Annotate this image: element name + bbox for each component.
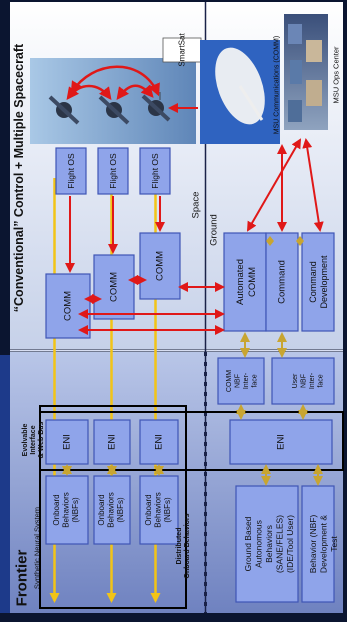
ops-center-photo	[284, 14, 328, 130]
conventional-title: “Conventional” Control + Multiple Spacec…	[12, 43, 26, 312]
antenna-photo	[200, 40, 280, 144]
ops-arrow	[246, 138, 302, 232]
svg-text:Behavior (NBF)Development &Tes: Behavior (NBF)Development &Test	[308, 515, 339, 574]
svg-text:CommandDevelopment: CommandDevelopment	[308, 255, 329, 309]
eni-box-ground: ENI	[229, 419, 333, 465]
ops-arrow	[302, 138, 324, 232]
svg-text:AutomatedCOMM: AutomatedCOMM	[235, 259, 258, 305]
comm-box: COMM	[139, 232, 181, 300]
svg-text:OnboardBehaviors(NBFs): OnboardBehaviors(NBFs)	[52, 492, 80, 528]
space-photo	[30, 58, 196, 144]
gold-connector	[296, 236, 304, 246]
gold-connector	[266, 236, 274, 246]
eni-box: ENI	[93, 419, 131, 465]
svg-text:Flight OS: Flight OS	[150, 153, 160, 189]
smartsat-label: SmartSat	[178, 33, 187, 67]
onboard-behaviors-box: OnboardBehaviors(NBFs)	[139, 475, 179, 545]
behavior-development-box: Behavior (NBF)Development &Test	[301, 485, 339, 603]
command-development-box: CommandDevelopment	[301, 232, 335, 332]
svg-text:COMM: COMM	[109, 272, 120, 302]
svg-text:COMM: COMM	[63, 291, 74, 321]
comm-box: COMM	[93, 254, 135, 320]
svg-text:Flight OS: Flight OS	[108, 153, 118, 189]
onboard-behaviors-box: OnboardBehaviors(NBFs)	[93, 475, 131, 545]
eni-box: ENI	[45, 419, 89, 465]
flight-os-box: Flight OS	[139, 147, 171, 195]
eni-box: ENI	[139, 419, 179, 465]
distributed-behaviors-frame	[39, 405, 187, 609]
ground-label: Ground	[209, 214, 220, 246]
space-label: Space	[191, 192, 202, 219]
sat-link-arrow	[70, 65, 160, 97]
frontier-subtitle: Synthetic Neural System	[33, 507, 42, 589]
svg-text:Command: Command	[277, 260, 288, 304]
svg-text:DistributedOnboard Behaviors: DistributedOnboard Behaviors	[176, 513, 191, 578]
onboard-behaviors-box: OnboardBehaviors(NBFs)	[45, 475, 89, 545]
svg-text:Flight OS: Flight OS	[66, 153, 76, 189]
frontier-title: Frontier	[14, 550, 31, 607]
svg-text:OnboardBehaviors(NBFs): OnboardBehaviors(NBFs)	[97, 492, 125, 528]
msu-comm-label: MSU Communications (COMM)	[274, 36, 281, 134]
svg-text:Ground BasedAutonomousBehavior: Ground BasedAutonomousBehaviors(SANE/FEL…	[243, 515, 295, 573]
svg-text:ENI: ENI	[62, 434, 73, 450]
svg-text:ENI: ENI	[107, 434, 118, 450]
svg-text:ENI: ENI	[276, 434, 287, 450]
flight-os-box: Flight OS	[55, 147, 87, 195]
svg-text:OnboardBehaviors(NBFs): OnboardBehaviors(NBFs)	[144, 492, 172, 528]
flight-os-box: Flight OS	[97, 147, 129, 195]
svg-text:COMM: COMM	[155, 251, 166, 281]
ground-autonomous-behaviors-box: Ground BasedAutonomousBehaviors(SANE/FEL…	[235, 485, 299, 603]
msu-ops-label: MSU Ops Center	[332, 46, 341, 104]
automated-comm-box: AutomatedCOMM	[223, 232, 267, 332]
command-box: Command	[265, 232, 299, 332]
svg-text:EvolvableInterface& Web Bus: EvolvableInterface& Web Bus	[22, 421, 45, 458]
comm-box: COMM	[45, 273, 91, 339]
svg-text:ENI: ENI	[154, 434, 165, 450]
